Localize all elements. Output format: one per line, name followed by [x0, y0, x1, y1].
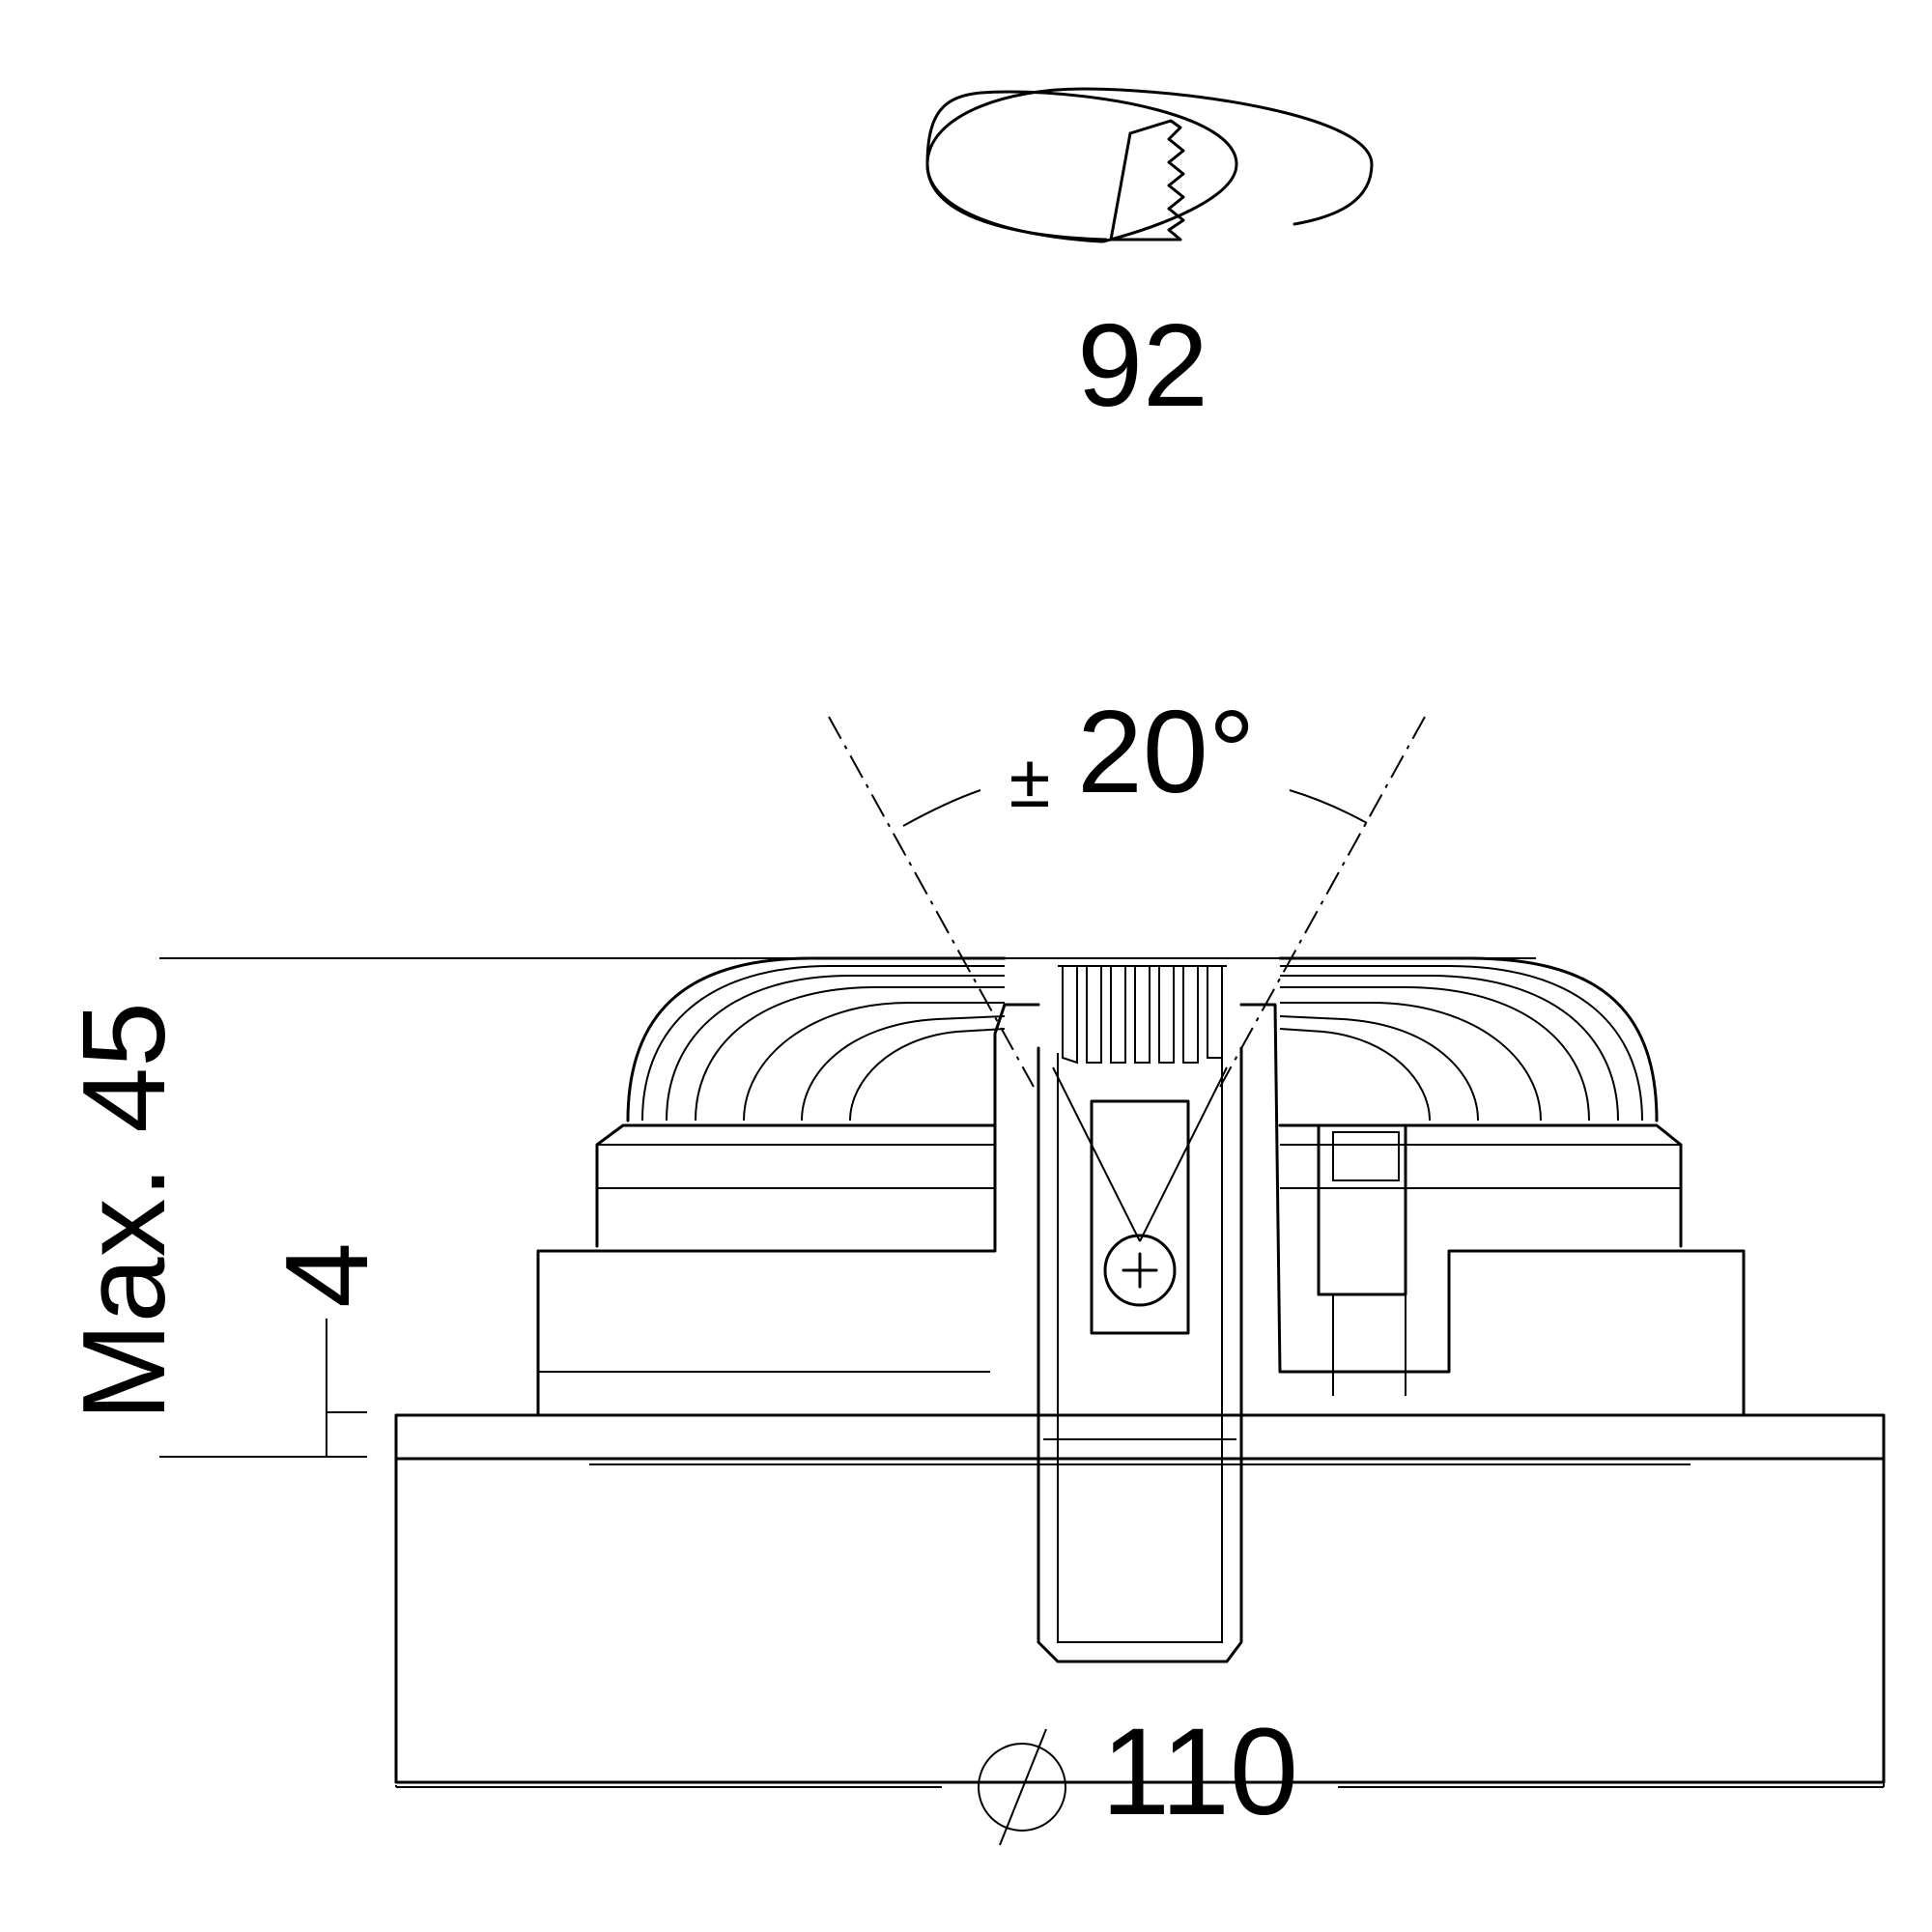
screw-head-icon [1103, 1234, 1177, 1307]
cutout-symbol: 92 [925, 87, 1374, 431]
housing-lower-step [536, 1003, 1040, 1417]
side-mounting-block [1317, 1123, 1407, 1296]
trim-flange [394, 1413, 1886, 1461]
mounting-spring-clip [1037, 1046, 1243, 1663]
tilt-axis-left [828, 716, 1035, 1088]
tilt-arc-left [902, 789, 981, 827]
diameter-value-label: 110 [1101, 1703, 1298, 1841]
diameter-dimension: 110 [395, 1459, 1885, 1846]
cutout-diameter-label: 92 [1077, 299, 1208, 431]
saw-blade-icon [1109, 119, 1185, 242]
screw-bracket [1090, 1099, 1190, 1335]
flange-height-label: 4 [261, 1242, 392, 1308]
tilt-axis-right [1219, 716, 1426, 1088]
heat-sink-fins [1058, 965, 1227, 1065]
luminaire-body [394, 956, 1886, 1784]
height-dimension: Max. 45 4 [58, 957, 1536, 1458]
tilt-angle-label: 20° [1077, 686, 1256, 817]
heat-sink-dome [626, 956, 1659, 1122]
cutout-ellipse-arc [925, 90, 1238, 243]
cutout-ellipse [925, 87, 1108, 242]
tilt-arc-right [1289, 789, 1368, 824]
plus-minus-symbol: ± [1009, 738, 1051, 823]
diameter-symbol-slash [999, 1728, 1047, 1846]
tilt-angle-indicator: ± 20° [828, 686, 1426, 1088]
max-height-label: Max. 45 [58, 1002, 189, 1421]
diameter-symbol-circle [978, 1743, 1066, 1832]
housing-middle-ring [595, 1123, 997, 1248]
